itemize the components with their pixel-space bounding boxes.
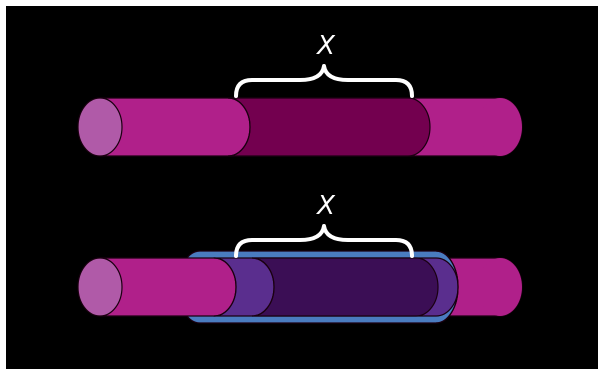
bottom-rod-marked-segment xyxy=(252,258,438,316)
top-rod-marked-segment xyxy=(228,98,430,156)
top-rod xyxy=(78,98,522,156)
bottom-rod-left-cap xyxy=(78,258,122,316)
top-rod-left-cap xyxy=(78,98,122,156)
top-label: X xyxy=(315,31,336,61)
bottom-rod-right-cap xyxy=(478,258,522,316)
top-rod-right-cap xyxy=(478,98,522,156)
bottom-label: X xyxy=(315,191,336,221)
